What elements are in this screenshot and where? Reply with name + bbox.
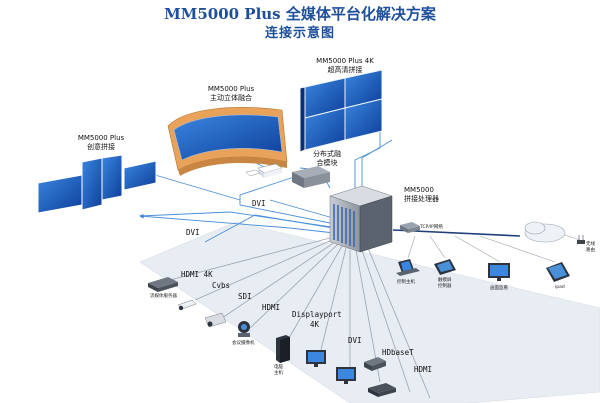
dvi-left-label: DVI (186, 228, 200, 237)
blend-module-label: 分布式融 合模块 (313, 150, 341, 167)
dvi-input-label: DVI (348, 336, 362, 345)
hdmi-player-box (368, 383, 396, 397)
control-host-laptop (396, 259, 420, 276)
streaming-server-caption: 流媒体服务器 (150, 294, 177, 299)
network-link (392, 221, 585, 244)
dvi-upper-label: DVI (252, 199, 266, 208)
creative-video-wall (37, 154, 157, 214)
streaming-server-device (148, 277, 178, 292)
sdi-camera (204, 312, 227, 328)
processor-label: MM5000 拼接处理器 (404, 186, 439, 203)
diagram-subtitle: 连接示意图 (264, 26, 335, 41)
uhd-wall-label: MM5000 Plus 4K 超高清拼接 (316, 57, 374, 74)
displayport-label: Displayport (292, 310, 342, 319)
touch-panel-caption: 触摸屏 控制器 (438, 278, 452, 289)
network-label: TCP/IP网络 (420, 225, 443, 230)
uhd-video-wall (299, 69, 383, 153)
monitor-caption: 画面监看 (490, 286, 508, 291)
hdbaset-box (364, 357, 386, 371)
ipad-tablet (546, 262, 570, 282)
hdbaset-label: HDbaseT (382, 348, 414, 357)
displayport-4k-label: 4K (310, 320, 320, 329)
sdi-label: SDI (238, 292, 252, 301)
hdmi-bottom-label: HDMI (414, 365, 433, 374)
dvi-monitor (336, 367, 356, 384)
network-devices (407, 235, 556, 263)
camera-caption: 会议摄像机 (232, 341, 255, 346)
projector (245, 163, 283, 178)
wireless-caption: 无线 路由 (586, 242, 595, 253)
hdmi4k-label: HDMI 4K (181, 270, 213, 279)
blend-module-box (292, 166, 330, 188)
hdmi-label: HDMI (262, 303, 281, 312)
cvbs-label: Cvbs (212, 281, 231, 290)
pc-caption: 电脑 主机 (274, 365, 283, 376)
monitor-screen (488, 263, 510, 281)
curved-wall-label: MM5000 Plus 主动立体融合 (207, 85, 255, 102)
floor-platform (139, 221, 600, 403)
diagram-title: MM5000 Plus 全媒体平台化解决方案 (164, 5, 436, 23)
splicing-processor (329, 185, 393, 253)
touch-panel (434, 259, 456, 275)
curved-blend-wall (167, 107, 288, 176)
creative-wall-label: MM5000 Plus 创意拼接 (77, 134, 125, 151)
cctv-camera (177, 299, 197, 311)
pc-tower (276, 335, 290, 363)
control-host-caption: 控制主机 (397, 280, 415, 285)
conference-camera (238, 321, 250, 337)
pc-monitor (306, 350, 326, 367)
ipad-caption: ipad (555, 285, 565, 290)
